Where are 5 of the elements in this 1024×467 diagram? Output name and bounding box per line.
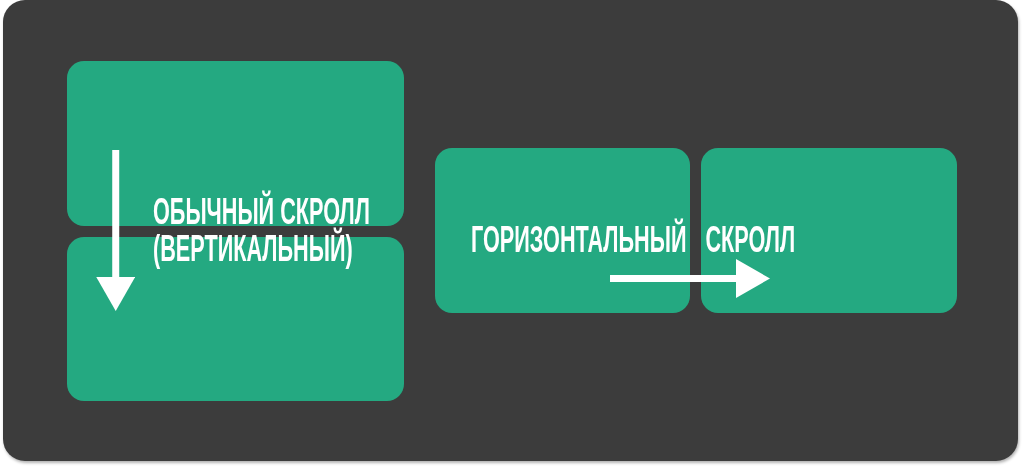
arrow	[96, 149, 136, 311]
content-card	[701, 148, 957, 313]
content-card	[435, 148, 690, 313]
arrow	[610, 259, 770, 298]
content-card	[67, 61, 404, 226]
